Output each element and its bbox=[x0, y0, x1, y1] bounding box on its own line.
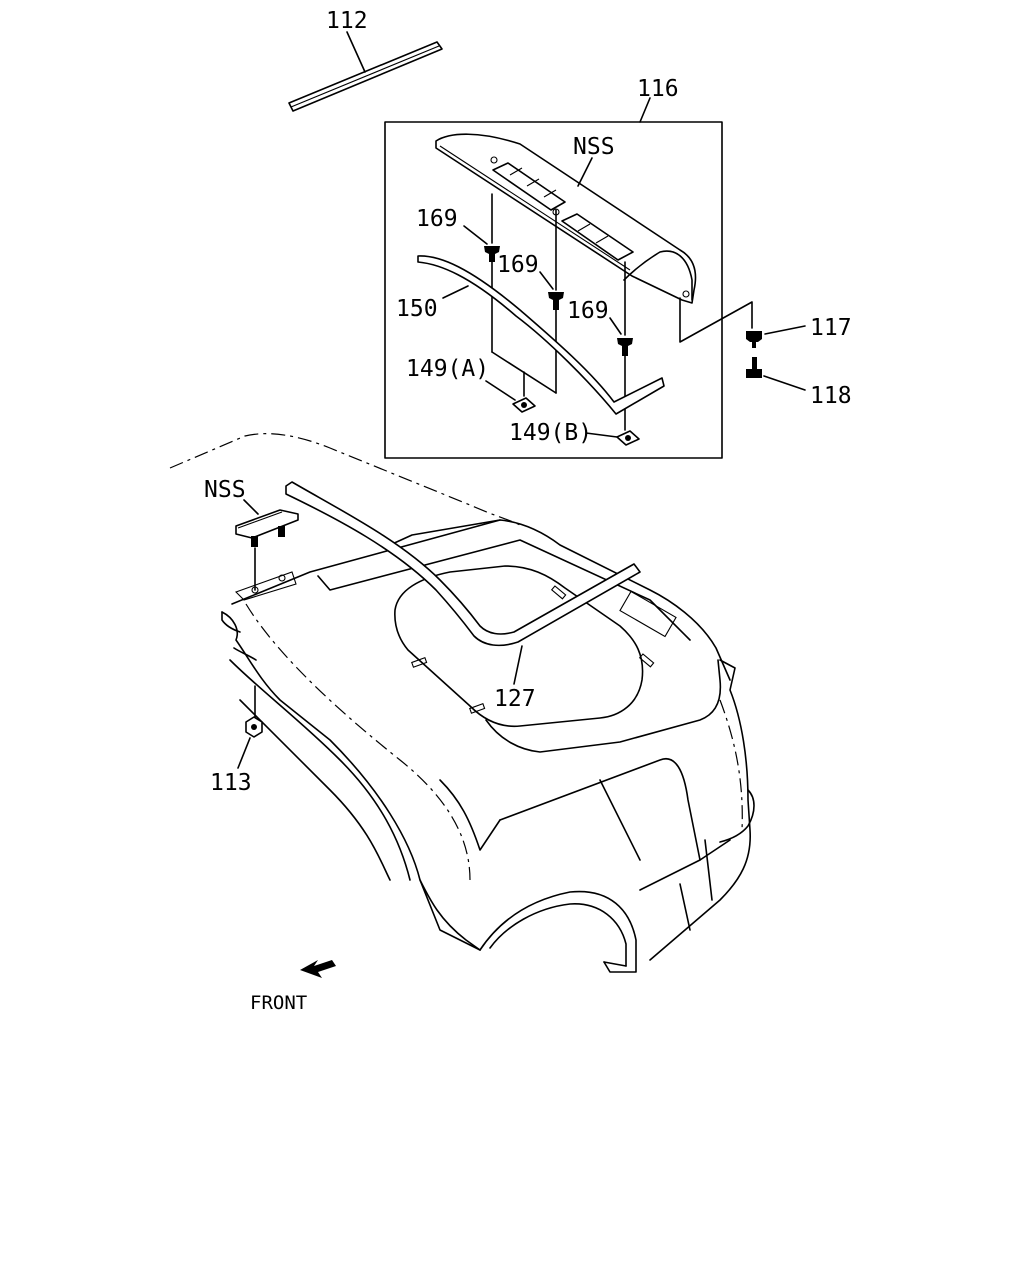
leader-nss-stop-lamp bbox=[243, 499, 259, 515]
label-118: 118 bbox=[810, 383, 852, 409]
part-116-kit-box bbox=[384, 121, 723, 459]
part-113-nut bbox=[245, 716, 263, 738]
leader-169-a bbox=[463, 225, 488, 245]
leader-117 bbox=[764, 325, 806, 335]
high-mount-stop-lamp bbox=[234, 509, 299, 601]
label-front: FRONT bbox=[250, 992, 307, 1014]
leader-112 bbox=[346, 31, 366, 73]
label-169-c: 169 bbox=[567, 298, 609, 324]
front-arrow-icon bbox=[300, 960, 336, 978]
label-nss-spoiler: NSS bbox=[573, 134, 615, 160]
leader-149a bbox=[485, 380, 516, 401]
spoiler-vents bbox=[492, 162, 634, 261]
leader-113 bbox=[237, 737, 251, 769]
label-112: 112 bbox=[326, 8, 368, 34]
label-149a: 149(A) bbox=[406, 356, 489, 382]
part-127-molding bbox=[285, 481, 641, 647]
leader-127 bbox=[513, 645, 523, 685]
label-113: 113 bbox=[210, 770, 252, 796]
part-150-seal bbox=[417, 255, 665, 415]
label-116: 116 bbox=[637, 76, 679, 102]
label-149b: 149(B) bbox=[509, 420, 592, 446]
vehicle-rear-body bbox=[169, 433, 755, 973]
part-149b-nut bbox=[616, 430, 640, 446]
label-nss-stop-lamp: NSS bbox=[204, 477, 246, 503]
leader-116 bbox=[639, 97, 651, 123]
leader-149b bbox=[585, 432, 618, 438]
mounting-lines bbox=[491, 193, 753, 431]
part-169-clip-a bbox=[484, 246, 500, 262]
part-169-clip-c bbox=[617, 338, 633, 356]
leader-169-b bbox=[539, 271, 554, 290]
part-112-strip bbox=[288, 41, 443, 112]
leader-118 bbox=[763, 375, 806, 391]
leader-150 bbox=[442, 285, 469, 299]
rear-spoiler bbox=[435, 133, 697, 304]
part-169-clip-b bbox=[548, 292, 564, 310]
label-150: 150 bbox=[396, 296, 438, 322]
leader-nss-spoiler bbox=[577, 157, 593, 187]
label-169-b: 169 bbox=[497, 252, 539, 278]
part-118-bolt bbox=[746, 357, 762, 378]
part-117-bolt bbox=[746, 331, 762, 348]
label-117: 117 bbox=[810, 315, 852, 341]
part-149a-nut bbox=[512, 397, 536, 413]
leader-169-c bbox=[609, 317, 622, 335]
label-169-a: 169 bbox=[416, 206, 458, 232]
label-127: 127 bbox=[494, 686, 536, 712]
